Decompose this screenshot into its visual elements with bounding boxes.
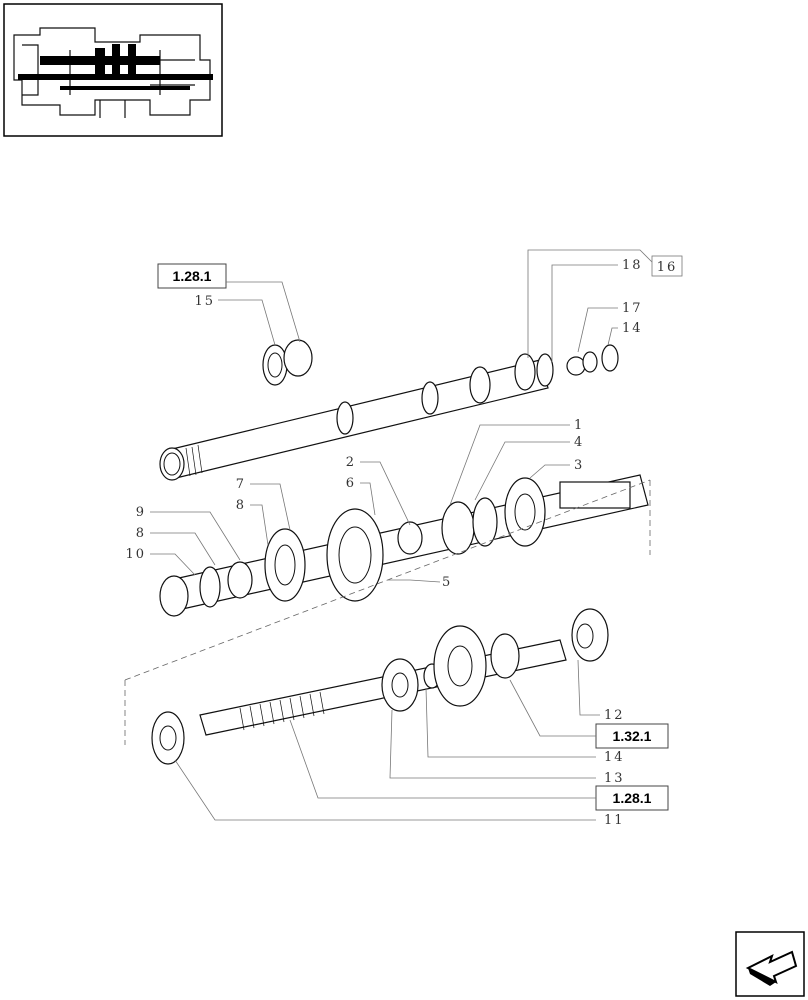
callout-15: 15 [194, 294, 215, 309]
assembly-dashed-outline [124, 479, 651, 745]
callout-12: 12 [604, 708, 625, 723]
lower-countershaft [151, 608, 609, 765]
next-page-arrow-icon[interactable] [735, 931, 805, 997]
callout-1: 1 [574, 418, 584, 433]
callout-13: 13 [604, 771, 625, 786]
ref-16-label: 16 [657, 260, 678, 275]
callout-7: 7 [236, 477, 246, 492]
upper-main-shaft [159, 344, 619, 481]
callout-3: 3 [574, 458, 584, 473]
callout-6: 6 [346, 476, 356, 491]
callout-8a: 8 [236, 498, 246, 513]
callout-9: 9 [136, 505, 146, 520]
ref-box-bottom[interactable]: 1.28.1 [595, 785, 669, 811]
callout-14b: 14 [604, 750, 625, 765]
callout-4: 4 [574, 435, 584, 450]
callout-2: 2 [346, 455, 356, 470]
ref-box-bottom-label: 1.28.1 [613, 790, 652, 806]
ref-box-16: 16 [651, 255, 683, 277]
ref-box-mid-label: 1.32.1 [613, 728, 652, 744]
callout-10: 10 [125, 547, 146, 562]
ref-box-mid[interactable]: 1.32.1 [595, 723, 669, 749]
gear-cluster [159, 474, 649, 617]
ref-box-top-label: 1.28.1 [173, 268, 212, 284]
callout-11: 11 [604, 813, 625, 828]
callout-17: 17 [622, 301, 643, 316]
callout-5: 5 [442, 575, 452, 590]
callout-8b: 8 [136, 526, 146, 541]
ref-box-top[interactable]: 1.28.1 [157, 263, 227, 289]
callout-14a: 14 [622, 321, 643, 336]
callout-18: 18 [622, 258, 643, 273]
leader-lines [150, 249, 653, 821]
synchro-ring-part-15 [262, 339, 313, 386]
transmission-overview-icon[interactable] [3, 3, 223, 137]
